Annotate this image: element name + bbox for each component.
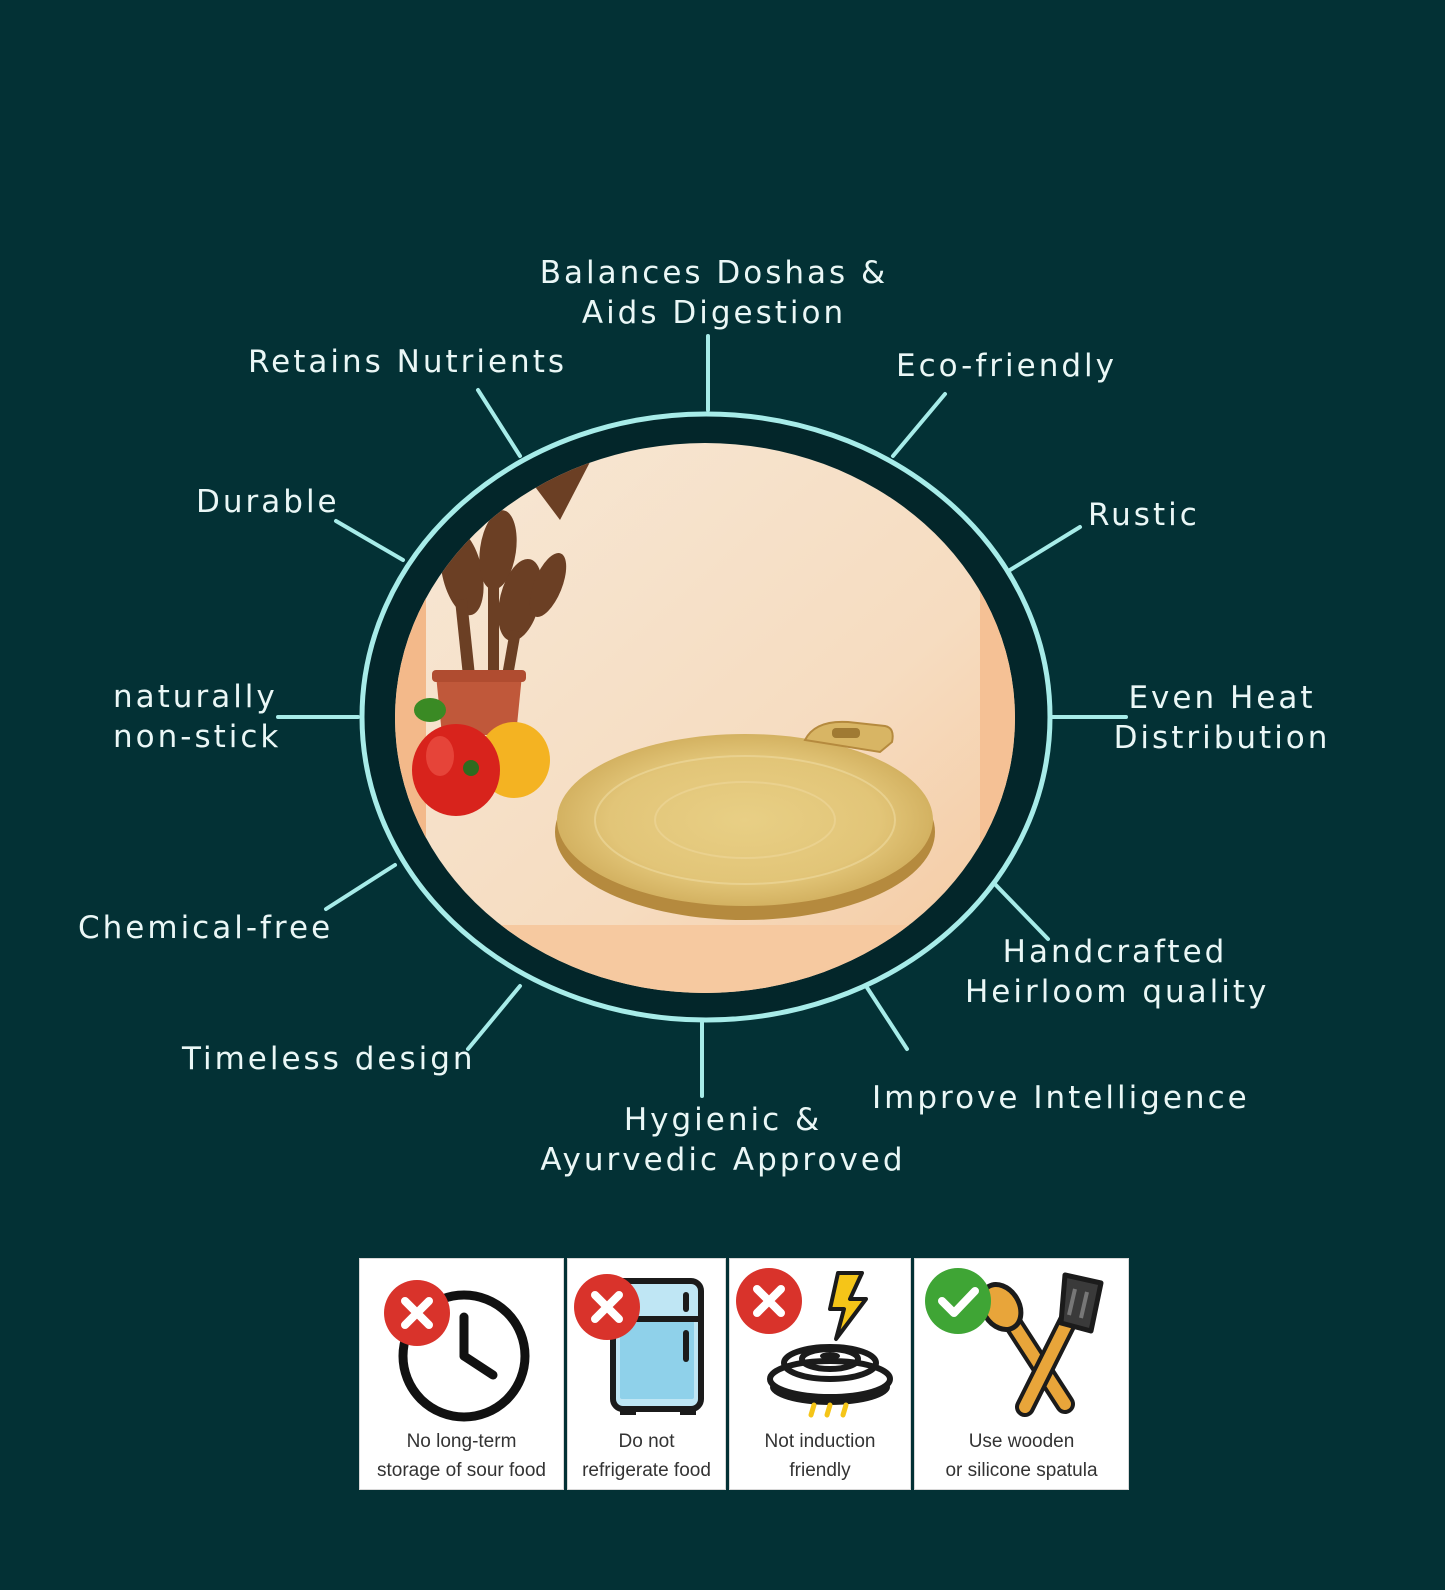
feature-chemical-free: Chemical-free [78,910,334,946]
feature-durable: Durable [196,484,340,520]
cross-icon [384,1280,450,1346]
feature-retains-nutrients: Retains Nutrients [248,344,568,380]
feature-even-heat: Even Heat Distribution [1113,680,1331,756]
feature-eco-friendly: Eco-friendly [896,348,1117,384]
feature-balances-doshas: Balances Doshas & Aids Digestion [539,255,889,331]
cross-icon [736,1268,802,1334]
care-label: No long-term storage of sour food [377,1431,546,1481]
care-card-spatula: Use wooden or silicone spatula [914,1258,1129,1490]
care-card-induction: Not induction friendly [729,1258,911,1490]
feature-improve-intelligence: Improve Intelligence [872,1080,1250,1116]
feature-handcrafted: Handcrafted Heirloom quality [965,934,1270,1010]
feature-rustic: Rustic [1088,497,1200,533]
care-label: Do not refrigerate food [582,1431,711,1481]
induction-icon [767,1271,893,1418]
spatula-icon [978,1272,1104,1417]
cross-icon [574,1274,640,1340]
care-label: Not induction friendly [764,1431,876,1481]
care-card-sour-food: No long-term storage of sour food [359,1258,564,1490]
clock-icon [398,1290,530,1422]
feature-naturally-non-stick: naturally non-stick [113,679,282,755]
care-label: Use wooden or silicone spatula [945,1431,1098,1481]
connector-lines [276,334,1128,1098]
feature-hygienic: Hygienic & Ayurvedic Approved [540,1102,906,1178]
feature-timeless-design: Timeless design [182,1041,476,1077]
check-icon [925,1268,991,1334]
care-card-refrigerate: Do not refrigerate food [567,1258,726,1490]
